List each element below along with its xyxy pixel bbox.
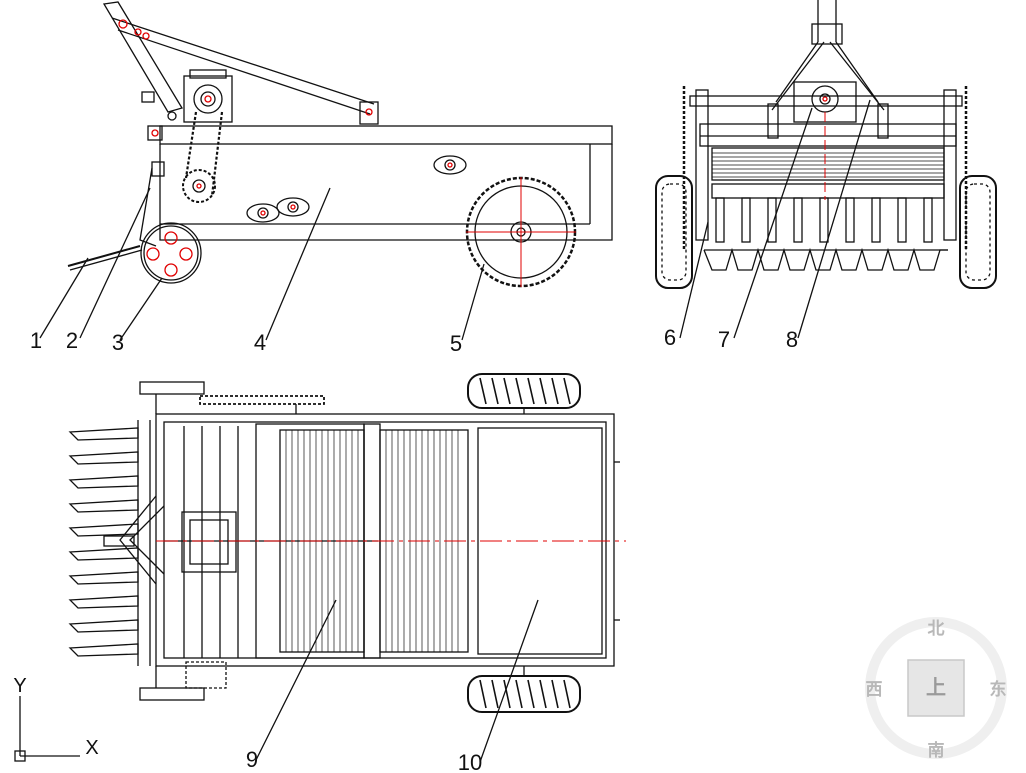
callout-10: 10	[458, 750, 482, 773]
callout-7: 7	[718, 327, 730, 352]
ucs-x-label: X	[85, 737, 98, 759]
compass-east-label[interactable]: 东	[990, 679, 1007, 700]
callout-3: 3	[112, 330, 124, 355]
ucs-y-label: Y	[13, 675, 26, 697]
side-view	[39, 1, 613, 341]
callout-2: 2	[66, 328, 78, 353]
top-view	[68, 373, 626, 763]
callout-6: 6	[664, 325, 676, 350]
front-view	[655, 0, 997, 339]
callout-4: 4	[254, 330, 266, 355]
compass-north-label[interactable]: 北	[928, 619, 945, 639]
callout-labels: 1 2 3 4 5 6 7 8 9 10	[30, 325, 798, 773]
ucs-icon	[14, 696, 80, 762]
compass-west-label[interactable]: 西	[866, 680, 883, 700]
viewcube-top-face[interactable]	[907, 659, 965, 717]
callout-1: 1	[30, 328, 42, 353]
callout-5: 5	[450, 331, 462, 356]
callout-9: 9	[246, 747, 258, 772]
compass-south-label[interactable]: 南	[928, 740, 945, 761]
callout-8: 8	[786, 327, 798, 352]
compass-top-label: 上	[926, 675, 946, 699]
viewcube-compass[interactable]: 上 北 南 西 东	[865, 617, 1007, 761]
